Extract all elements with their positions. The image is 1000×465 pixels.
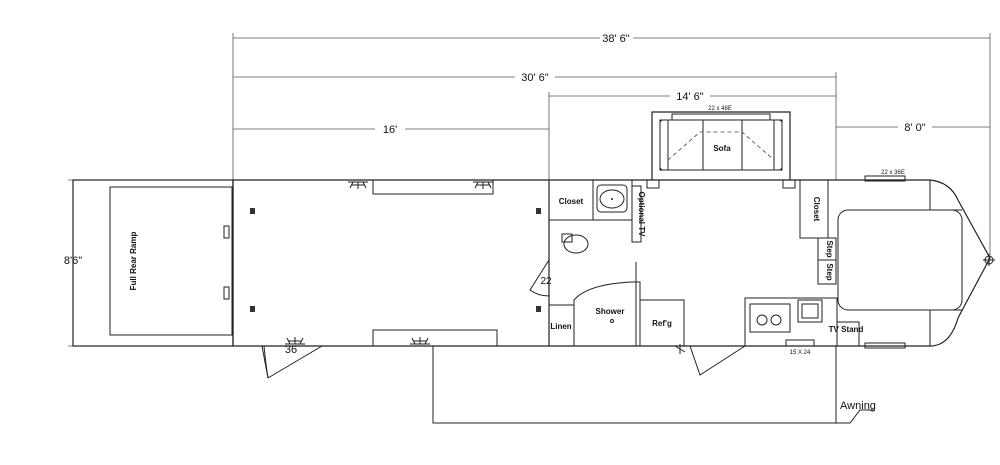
dimension-slide: 14' 6" [548,91,836,180]
sofa-label: Sofa [713,144,731,153]
front-length-label: 8' 0" [904,122,925,134]
step-2-label: Step [825,263,834,280]
refrigerator: Ref'g [639,299,685,347]
bed: 22 x 36E [837,170,963,349]
dimension-overall: 38' 6" [232,33,991,255]
awning: Awning [432,346,876,424]
optional-tv: Optional TV [631,185,646,243]
linen-label: Linen [550,322,571,331]
dimension-body: 30' 6" [233,72,837,180]
shower: Shower [573,262,641,346]
side-door [674,344,746,376]
left-closet-label: Closet [559,197,584,206]
dimension-width: 8'6" [64,179,110,347]
entry-door: 36 [261,344,323,379]
sofa: Sofa [659,119,783,171]
linen-closet: Linen [548,304,575,347]
dimension-rear: 16' [233,124,549,136]
ramp-label: Full Rear Ramp [129,232,138,291]
left-closet: Closet [548,179,594,221]
kitchen-window-label: 15 X 24 [790,350,811,356]
tv-stand: TV Stand [829,321,864,347]
lower-cabinet [372,329,498,347]
bath-door-label: 22 [540,276,552,287]
rear-length-label: 16' [383,124,397,136]
optional-tv-label: Optional TV [637,192,646,238]
awning-label: Awning [840,400,876,412]
body-length-label: 30' 6" [521,72,549,84]
trailer-body [232,179,991,347]
sofa-window-label: 22 x 48E [708,106,732,112]
step-1-label: Step [825,240,834,257]
dimension-front: 8' 0" [836,122,990,134]
right-closet-label: Closet [812,197,821,222]
steps: Step Step [817,237,837,285]
rear-ramp: Full Rear Ramp [72,179,234,347]
kitchen-counter: 15 X 24 [744,297,838,356]
right-closet: Closet [799,179,829,239]
overall-length-label: 38' 6" [602,33,630,45]
slide-length-label: 14' 6" [676,91,704,103]
front-window-label: 22 x 36E [881,170,905,176]
refrigerator-label: Ref'g [652,319,672,328]
upper-cabinet [372,179,494,195]
tie-rings [223,208,541,312]
light-fixtures [285,181,493,345]
shower-label: Shower [596,307,625,316]
tv-stand-label: TV Stand [829,325,864,334]
door-width-label: 36 [285,344,297,356]
hitch [983,254,995,266]
